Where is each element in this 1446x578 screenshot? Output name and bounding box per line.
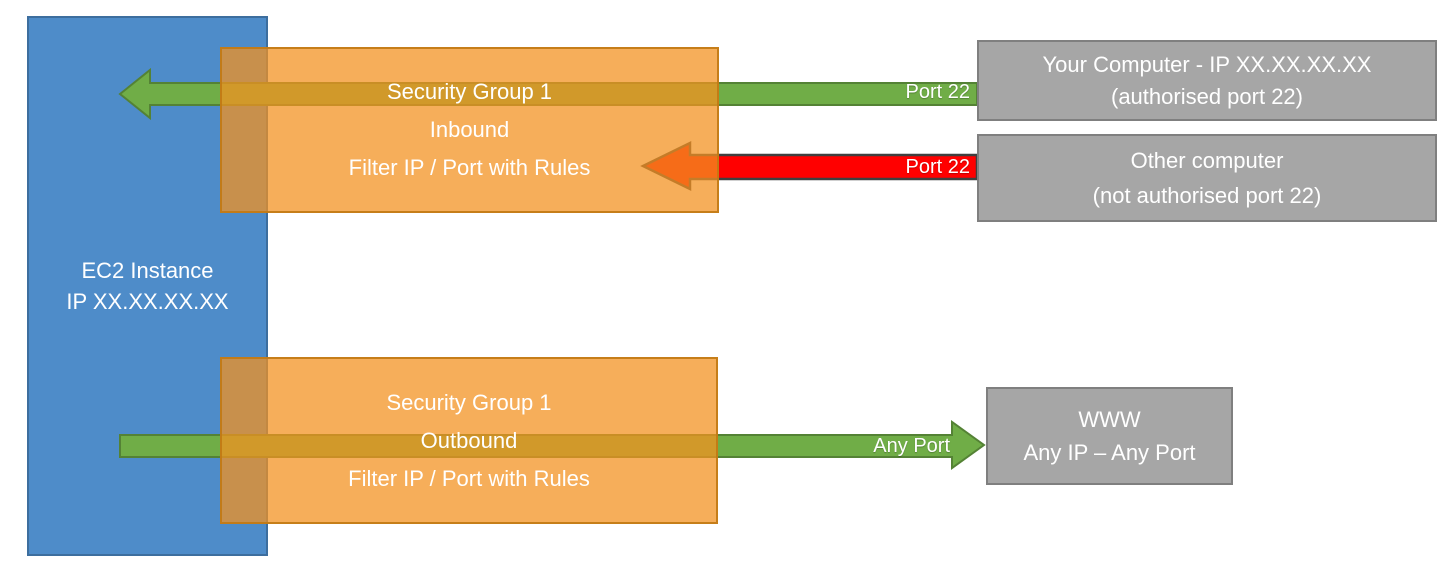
sg-outbound-direction: Outbound: [420, 427, 518, 453]
sg-outbound-description: Filter IP / Port with Rules: [348, 465, 590, 491]
security-group-inbound-box: Security Group 1 Inbound Filter IP / Por…: [220, 47, 719, 213]
your-computer-note: (authorised port 22): [1111, 83, 1303, 109]
your-computer-title: Your Computer - IP XX.XX.XX.XX: [1042, 51, 1372, 77]
ec2-instance-title: EC2 Instance: [81, 258, 214, 283]
other-computer-box: Other computer (not authorised port 22): [977, 134, 1437, 222]
inbound-allowed-port-label: Port 22: [905, 81, 970, 103]
other-computer-note: (not authorised port 22): [1092, 183, 1322, 208]
sg-inbound-description: Filter IP / Port with Rules: [348, 155, 591, 180]
ec2-instance-ip: IP XX.XX.XX.XX: [66, 289, 229, 314]
inbound-blocked-port-label: Port 22: [905, 156, 970, 178]
sg-outbound-title: Security Group 1: [386, 389, 552, 415]
security-group-outbound-box: Security Group 1 Outbound Filter IP / Po…: [220, 357, 718, 524]
your-computer-box: Your Computer - IP XX.XX.XX.XX (authoris…: [977, 40, 1437, 121]
www-note: Any IP – Any Port: [1023, 440, 1196, 465]
outbound-port-label: Any Port: [873, 435, 950, 457]
www-box: WWW Any IP – Any Port: [986, 387, 1233, 485]
www-title: WWW: [1078, 407, 1141, 432]
sg-inbound-title: Security Group 1: [386, 79, 553, 104]
other-computer-title: Other computer: [1130, 148, 1284, 173]
sg-inbound-direction: Inbound: [429, 117, 510, 142]
